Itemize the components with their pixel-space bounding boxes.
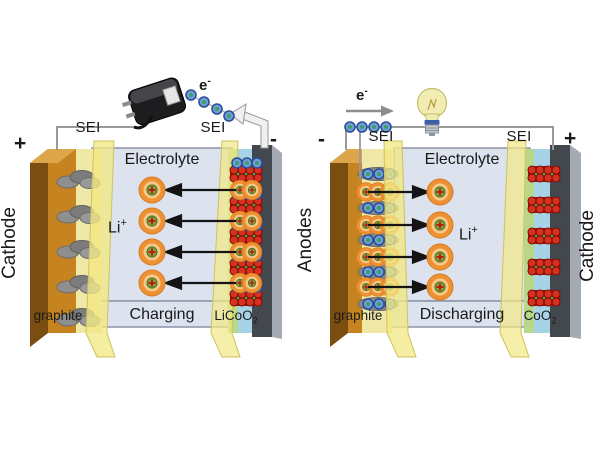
lithium-ion-label: Li+ [108, 217, 127, 237]
positive-terminal-label: + [14, 132, 27, 155]
licoo2-sub: 2 [252, 315, 258, 326]
separator-pane [85, 140, 116, 358]
sei-label-right: SEI [506, 128, 532, 145]
sei-label-left: SEI [368, 128, 394, 145]
electrolyte-label: Electrolyte [124, 151, 200, 168]
charging-cell-art [30, 77, 282, 358]
light-bulb-icon [416, 87, 448, 136]
electron-sup: - [207, 76, 211, 87]
discharging-circuit-wire [344, 87, 554, 180]
li-base: Li [108, 219, 121, 237]
licoo2-label: LiCoO2 [206, 308, 266, 326]
lithium-ion-label: Li+ [459, 224, 478, 244]
electron-flow-ribbon-arrow [241, 111, 269, 149]
electron-flow-arrow [381, 105, 394, 117]
graphite-electrode [30, 149, 102, 347]
licoo2-electrode [210, 140, 282, 358]
li-migration-arrows [162, 182, 236, 291]
electron-label: e- [199, 76, 211, 94]
discharging-cell-art [330, 87, 581, 358]
li-sup: + [471, 224, 478, 236]
li-sup: + [120, 217, 127, 229]
anodes-side-label: Anodes [295, 207, 316, 273]
graphite-label: graphite [333, 308, 383, 323]
electron-base: e [199, 77, 208, 94]
process-label-discharging: Discharging [419, 306, 505, 323]
separator-pane [499, 140, 530, 358]
sei-label-left: SEI [75, 119, 101, 136]
licoo2-base: LiCoO [214, 308, 253, 323]
coo2-base: CoO [523, 308, 552, 323]
electron-base: e [356, 87, 365, 104]
negative-terminal-label: - [270, 128, 277, 151]
charger-icon [121, 77, 187, 126]
graphite-label: graphite [33, 308, 83, 323]
coo2-cathode [499, 140, 581, 358]
electron-sup: - [364, 86, 368, 97]
process-label-charging: Charging [129, 306, 195, 323]
separator-pane [383, 140, 417, 358]
negative-terminal-label: - [318, 128, 325, 151]
electron-label: e- [356, 86, 368, 104]
li-migration-arrows [368, 184, 432, 295]
positive-terminal-label: + [564, 127, 577, 150]
coo2-sub: 2 [551, 315, 557, 326]
coo2-label: CoO2 [514, 308, 566, 326]
cathode-side-label-right: Cathode [577, 210, 598, 282]
cathode-side-label: Cathode [0, 207, 20, 279]
sei-label-right: SEI [200, 119, 226, 136]
charging-circuit-wire [56, 77, 269, 150]
electrolyte-label: Electrolyte [424, 151, 500, 168]
li-base: Li [459, 226, 472, 244]
